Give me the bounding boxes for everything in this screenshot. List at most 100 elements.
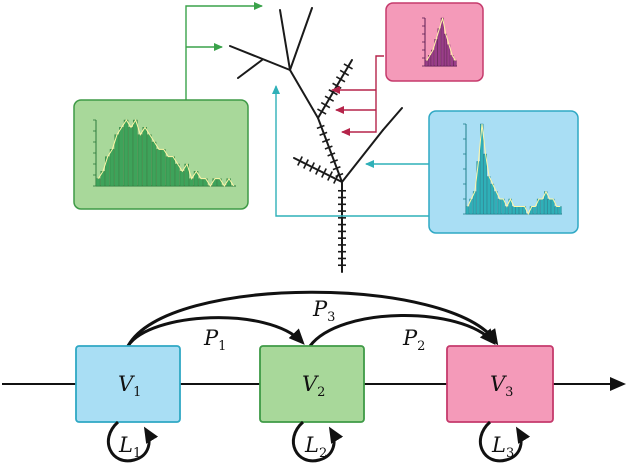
histogram-bar [512,206,516,215]
histogram-fit-curve [426,17,456,61]
histogram-bar [554,206,559,215]
self-loop-l1 [106,420,159,463]
histogram-bar [123,119,129,187]
upper-branch-spike [320,101,331,109]
histogram-bar [515,206,519,215]
tree-branch-upper-left [229,45,291,71]
tree-branch-right-2 [382,107,403,131]
mid-stem-spike [319,131,328,136]
loop-label-l2: L2 [304,433,327,461]
lower-branch-spike [297,156,303,166]
node-label-v3: V3 [490,372,513,400]
histogram-bar [497,198,502,215]
loop-label-l1: L1 [118,433,141,461]
plant-tree-diagram [229,7,403,273]
self-loop-l2 [291,420,344,463]
histogram-bar [547,198,551,215]
upper-branch-spike [339,69,350,77]
histogram-bar [494,191,498,215]
crimson-arrow-1 [341,55,384,136]
histogram-bar [179,171,185,187]
upper-branch-spike [324,95,335,102]
green-arrow-top [185,2,263,100]
tree-branch-right [341,129,384,183]
state-box-v1 [75,345,181,423]
mid-stem-spike [316,124,325,130]
mid-stem-spike [324,145,333,150]
histogram-bar [487,176,491,215]
histogram-bar [109,149,115,187]
crimson-arrows [331,55,384,136]
lower-branch-spike [321,168,327,178]
histogram-fit-curve [467,123,561,216]
blue-histogram-bars [463,123,562,216]
pink-histogram-bars [422,17,457,67]
cyan-arrow-2 [272,85,429,217]
transition-arrow-p3 [126,290,499,347]
histogram-bar [128,127,133,187]
histogram-bar [424,60,428,67]
histogram-bar [189,178,194,187]
tree-branch-top [279,9,291,71]
histogram-bar [151,141,157,187]
histogram-bar [95,178,101,187]
state-box-v3 [446,345,554,423]
lower-branch-spike [309,162,315,172]
state-box-v2 [259,345,365,423]
histogram-bar [440,17,444,67]
tree-spikes [297,63,353,267]
green-arrows [185,2,263,100]
histogram-bar [444,33,448,67]
histogram-fit-curve [97,118,235,187]
mid-stem-spike [327,152,336,157]
histogram-bar [519,206,523,215]
lower-branch-spike [303,159,309,169]
green-histogram-panel [73,99,249,210]
node-label-v2: V2 [302,372,325,400]
histogram-bar [465,206,470,215]
loop-label-l3: L3 [491,433,514,461]
upper-branch-spike [317,108,327,115]
histogram-bar [156,149,161,187]
transition-label-p1: P1 [203,326,226,354]
histogram-bar [114,134,119,187]
histogram-bar [540,198,544,215]
mid-stem-spike [335,172,344,178]
green-histogram-bars [93,118,236,187]
histogram-bar [133,119,138,187]
histogram-bar [175,163,180,187]
histogram-bar [504,206,509,215]
mid-stem-spike [332,166,341,171]
histogram-bar [170,156,175,187]
histogram-bar [119,127,124,187]
lower-branch-spike [315,165,321,175]
tree-branch-upper-left-2 [237,59,263,79]
transition-arrow-p2 [308,314,496,347]
cyan-arrows [272,85,429,217]
histogram-bar [198,178,203,187]
mid-stem-spike [329,159,339,164]
pink-histogram-panel [385,2,484,82]
histogram-bar [533,206,537,215]
upper-branch-spike [343,63,353,70]
self-loop-l3 [478,420,531,463]
transition-label-p2: P2 [402,326,425,354]
histogram-bar [142,127,147,187]
histogram-bar [137,134,143,187]
histogram-bar [483,153,487,215]
lower-branch-spike [327,171,333,181]
histogram-bar [490,183,495,215]
mid-stem-spike [321,138,331,143]
histogram-bar [161,149,166,187]
transition-label-p3: P3 [312,297,335,325]
histogram-bar [453,60,457,67]
upper-branch-spike [335,76,346,83]
blue-histogram-panel [428,110,579,234]
histogram-bar [558,206,562,215]
node-label-v1: V1 [118,372,141,400]
histogram-bar [165,156,171,187]
histogram-bar [147,134,152,187]
transition-arrow-p1 [126,316,305,347]
tree-main-stem [288,7,343,273]
